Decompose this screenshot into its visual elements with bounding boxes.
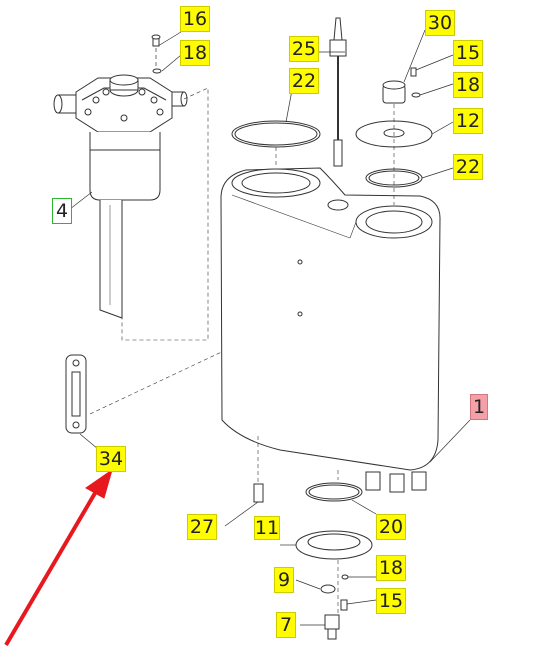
callout-18[interactable]: 18 [180, 40, 210, 66]
callout-22[interactable]: 22 [289, 68, 319, 94]
callout-16[interactable]: 16 [180, 6, 210, 32]
callout-22[interactable]: 22 [453, 154, 483, 180]
cap-assembly-right [355, 29, 454, 205]
callout-9[interactable]: 9 [274, 567, 294, 593]
callout-34[interactable]: 34 [96, 446, 126, 472]
callout-4[interactable]: 4 [52, 198, 72, 224]
callout-7[interactable]: 7 [276, 612, 296, 638]
bottom-parts [224, 482, 377, 640]
callout-12[interactable]: 12 [453, 108, 483, 134]
callout-1[interactable]: 1 [470, 394, 488, 420]
probe-part-25 [292, 17, 347, 167]
callout-25[interactable]: 25 [289, 36, 319, 62]
callout-27[interactable]: 27 [187, 514, 217, 540]
tank-body-part-1 [220, 167, 471, 493]
callout-18[interactable]: 18 [376, 555, 406, 581]
oring-part-22-top [231, 89, 321, 165]
sight-glass-part-34 [65, 314, 301, 455]
red-arrow [4, 468, 113, 647]
callout-15[interactable]: 15 [376, 588, 406, 614]
callout-18[interactable]: 18 [453, 72, 483, 98]
callout-15[interactable]: 15 [453, 40, 483, 66]
callout-30[interactable]: 30 [425, 10, 455, 36]
filter-assembly-part-4 [53, 31, 209, 341]
callout-20[interactable]: 20 [376, 514, 406, 540]
callout-11[interactable]: 11 [254, 516, 280, 540]
